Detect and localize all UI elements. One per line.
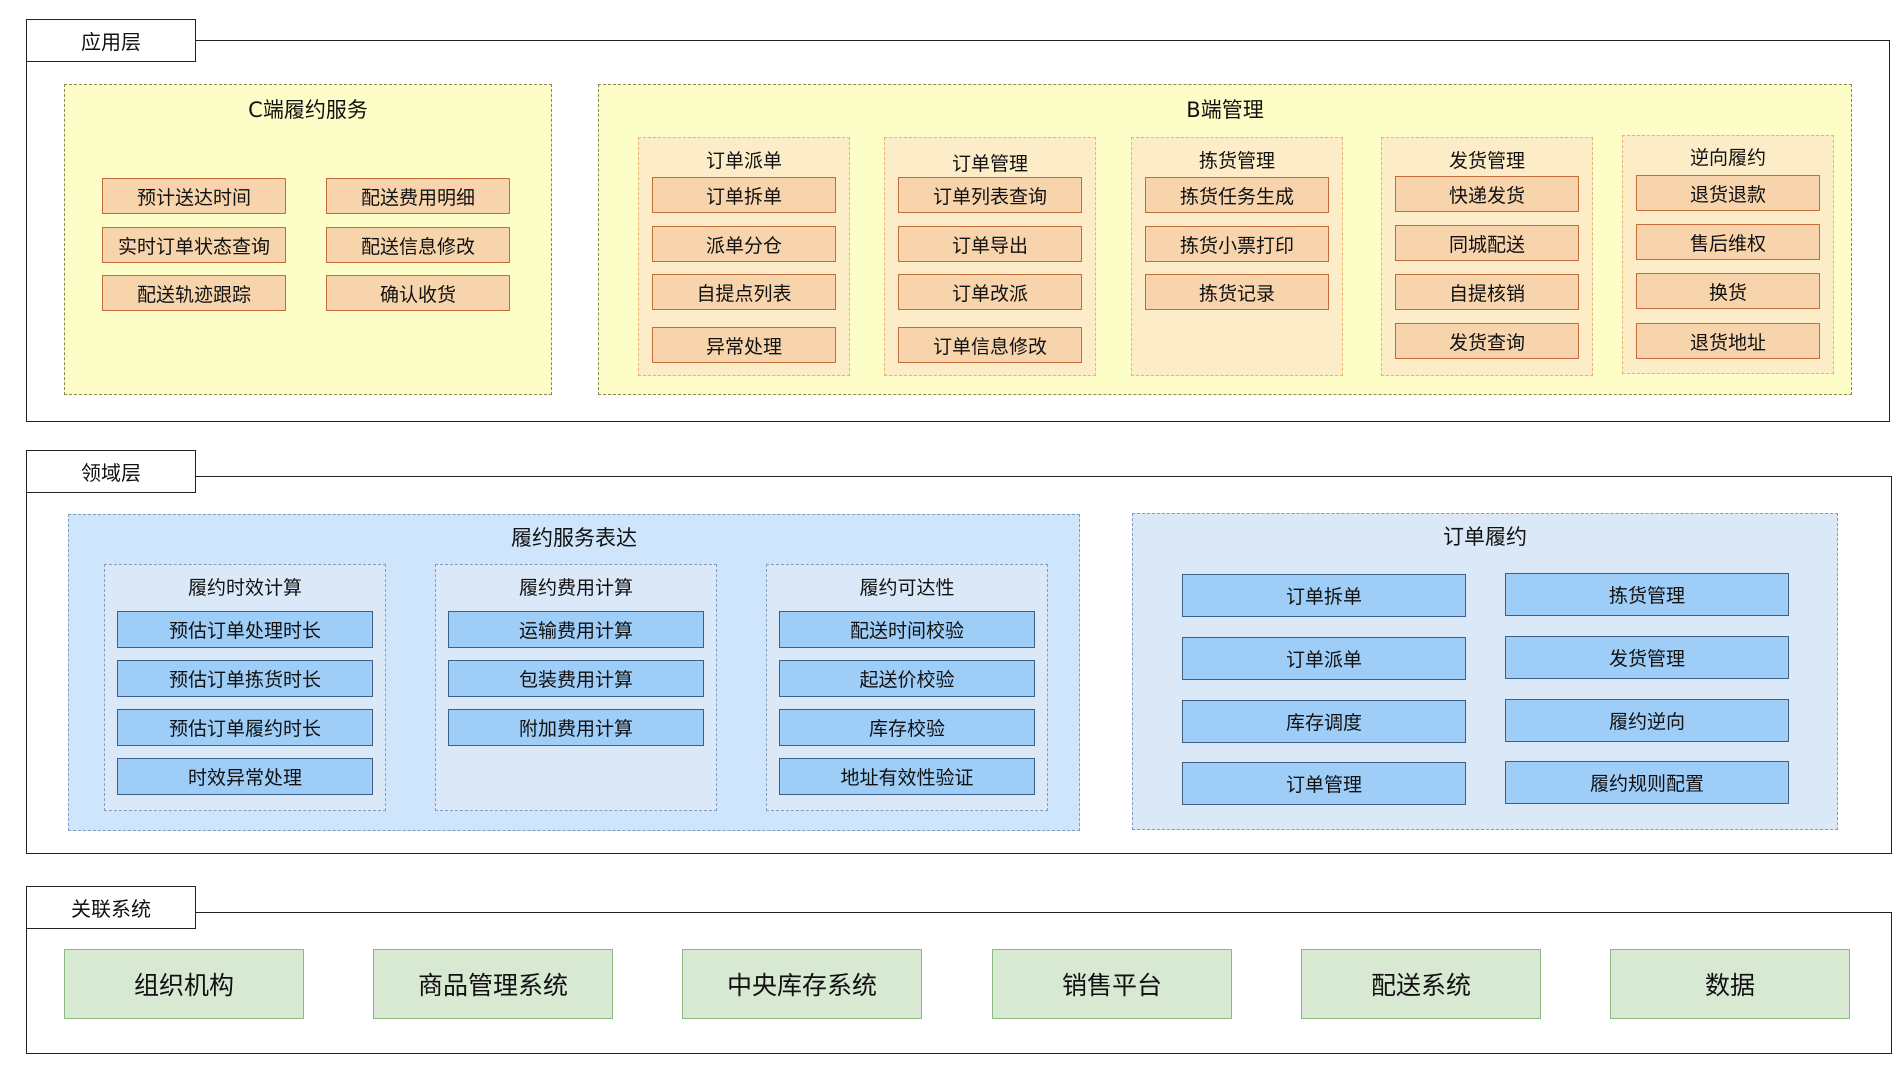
service-panel-title: 履约服务表达 bbox=[511, 526, 637, 550]
c-item: 配送轨迹跟踪 bbox=[102, 275, 286, 311]
order-item: 库存调度 bbox=[1182, 700, 1466, 743]
b-item: 拣货任务生成 bbox=[1145, 177, 1329, 213]
b-item: 拣货记录 bbox=[1145, 274, 1329, 310]
domain-item: 配送时间校验 bbox=[779, 611, 1035, 648]
domain-item: 运输费用计算 bbox=[448, 611, 704, 648]
domain-layer-tab: 领域层 bbox=[26, 450, 196, 493]
b-item: 同城配送 bbox=[1395, 225, 1579, 261]
related-systems-tab: 关联系统 bbox=[26, 886, 196, 929]
order-item: 订单派单 bbox=[1182, 637, 1466, 680]
b-group-title: 订单管理 bbox=[951, 153, 1028, 175]
c-panel-title: C端履约服务 bbox=[248, 98, 368, 122]
b-item: 换货 bbox=[1636, 273, 1820, 309]
b-item: 自提点列表 bbox=[652, 274, 836, 310]
domain-item: 包装费用计算 bbox=[448, 660, 704, 697]
c-item: 确认收货 bbox=[326, 275, 510, 311]
domain-group-title: 履约费用计算 bbox=[518, 577, 633, 599]
domain-item: 附加费用计算 bbox=[448, 709, 704, 746]
c-item: 配送信息修改 bbox=[326, 227, 510, 263]
related-system-box: 商品管理系统 bbox=[373, 949, 613, 1019]
b-item: 自提核销 bbox=[1395, 274, 1579, 310]
b-item: 异常处理 bbox=[652, 327, 836, 363]
b-group-title: 拣货管理 bbox=[1198, 150, 1275, 172]
related-system-box: 数据 bbox=[1610, 949, 1850, 1019]
c-item: 实时订单状态查询 bbox=[102, 227, 286, 263]
order-item: 订单管理 bbox=[1182, 762, 1466, 805]
c-item: 配送费用明细 bbox=[326, 178, 510, 214]
b-group-title: 逆向履约 bbox=[1689, 147, 1766, 169]
order-item: 履约规则配置 bbox=[1505, 761, 1789, 804]
related-system-box: 中央库存系统 bbox=[682, 949, 922, 1019]
order-item: 发货管理 bbox=[1505, 636, 1789, 679]
domain-group-title: 履约可达性 bbox=[859, 577, 955, 599]
b-item: 售后维权 bbox=[1636, 224, 1820, 260]
domain-item: 时效异常处理 bbox=[117, 758, 373, 795]
domain-group-title: 履约时效计算 bbox=[187, 577, 302, 599]
b-item: 拣货小票打印 bbox=[1145, 226, 1329, 262]
b-item: 订单拆单 bbox=[652, 177, 836, 213]
domain-item: 库存校验 bbox=[779, 709, 1035, 746]
b-item: 退货退款 bbox=[1636, 175, 1820, 211]
order-item: 履约逆向 bbox=[1505, 699, 1789, 742]
domain-item: 预估订单拣货时长 bbox=[117, 660, 373, 697]
domain-item: 预估订单履约时长 bbox=[117, 709, 373, 746]
b-item: 快递发货 bbox=[1395, 176, 1579, 212]
order-item: 拣货管理 bbox=[1505, 573, 1789, 616]
related-system-box: 销售平台 bbox=[992, 949, 1232, 1019]
b-item: 发货查询 bbox=[1395, 323, 1579, 359]
b-item: 退货地址 bbox=[1636, 323, 1820, 359]
b-group-title: 订单派单 bbox=[705, 150, 782, 172]
b-item: 订单信息修改 bbox=[898, 327, 1082, 363]
c-item: 预计送达时间 bbox=[102, 178, 286, 214]
related-system-box: 配送系统 bbox=[1301, 949, 1541, 1019]
related-system-box: 组织机构 bbox=[64, 949, 304, 1019]
b-panel-title: B端管理 bbox=[1186, 98, 1264, 122]
domain-item: 预估订单处理时长 bbox=[117, 611, 373, 648]
order-item: 订单拆单 bbox=[1182, 574, 1466, 617]
b-group-title: 发货管理 bbox=[1448, 150, 1525, 172]
domain-item: 地址有效性验证 bbox=[779, 758, 1035, 795]
order-panel-title: 订单履约 bbox=[1443, 525, 1527, 549]
b-item: 订单导出 bbox=[898, 226, 1082, 262]
app-layer-tab: 应用层 bbox=[26, 19, 196, 62]
domain-item: 起送价校验 bbox=[779, 660, 1035, 697]
b-item: 订单列表查询 bbox=[898, 177, 1082, 213]
b-item: 订单改派 bbox=[898, 274, 1082, 310]
related-systems-frame bbox=[26, 912, 1892, 1054]
b-item: 派单分仓 bbox=[652, 226, 836, 262]
